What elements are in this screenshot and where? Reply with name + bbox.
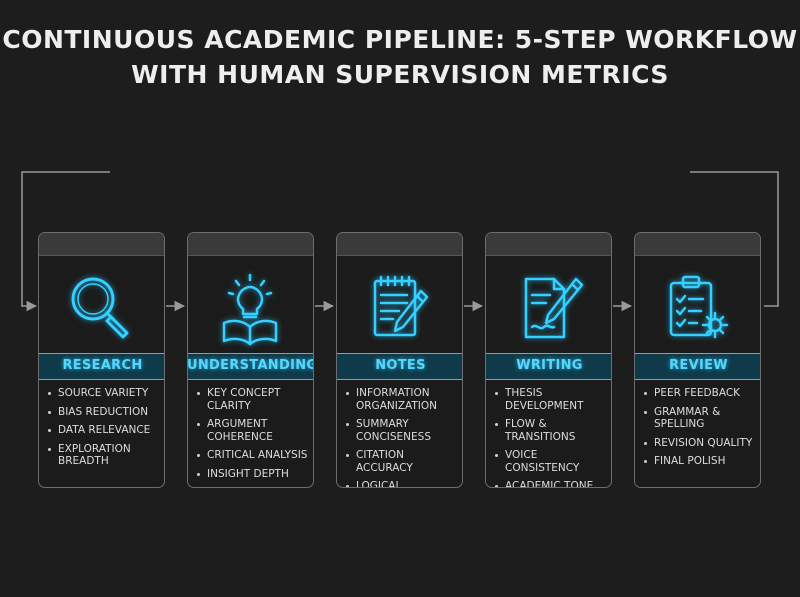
card-header-bar	[39, 233, 164, 256]
notepad-pencil-icon	[337, 269, 461, 349]
card-header-bar	[486, 233, 611, 256]
magnifying-glass-icon	[39, 269, 163, 349]
card-header-bar	[635, 233, 760, 256]
metric-item: THESIS DEVELOPMENT	[495, 387, 585, 412]
loop-back-line-left	[21, 171, 110, 312]
loop-back-line-right	[690, 171, 779, 307]
step-card-research: RESEARCH SOURCE VARIETY BIAS REDUCTION D…	[38, 232, 165, 488]
title-line-2: WITH HUMAN SUPERVISION METRICS	[131, 60, 669, 89]
metric-item: SUMMARY CONCISENESS	[346, 418, 436, 443]
title-line-1: CONTINUOUS ACADEMIC PIPELINE: 5-STEP WOR…	[2, 25, 798, 54]
metrics-list-writing: THESIS DEVELOPMENT FLOW & TRANSITIONS VO…	[486, 387, 611, 487]
step-card-understanding: UNDERSTANDING KEY CONCEPT CLARITY ARGUME…	[187, 232, 314, 488]
metric-item: GRAMMAR & SPELLING	[644, 406, 724, 431]
step-label-review: REVIEW	[635, 353, 760, 380]
step-card-writing: WRITING THESIS DEVELOPMENT FLOW & TRANSI…	[485, 232, 612, 488]
metric-item: EXPLORATION BREADTH	[48, 443, 131, 468]
metric-item: INSIGHT DEPTH	[197, 468, 313, 481]
step-card-review: REVIEW PEER FEEDBACK GRAMMAR & SPELLING …	[634, 232, 761, 488]
metric-item: LOGICAL STRUCTURE	[346, 480, 462, 487]
step-label-understanding: UNDERSTANDING	[188, 353, 313, 380]
metric-item: FLOW & TRANSITIONS	[495, 418, 611, 443]
metric-item: ARGUMENT COHERENCE	[197, 418, 282, 443]
metric-item: DATA RELEVANCE	[48, 424, 164, 437]
step-label-writing: WRITING	[486, 353, 611, 380]
metrics-list-notes: INFORMATION ORGANIZATION SUMMARY CONCISE…	[337, 387, 462, 487]
metrics-list-review: PEER FEEDBACK GRAMMAR & SPELLING REVISIO…	[635, 387, 760, 474]
metric-item: KEY CONCEPT CLARITY	[197, 387, 282, 412]
metric-item: CITATION ACCURACY	[346, 449, 462, 474]
metric-item: CRITICAL ANALYSIS	[197, 449, 313, 462]
metric-item: BIAS REDUCTION	[48, 406, 164, 419]
card-header-bar	[337, 233, 462, 256]
metric-item: FINAL POLISH	[644, 455, 760, 468]
step-label-notes: NOTES	[337, 353, 462, 380]
card-header-bar	[188, 233, 313, 256]
document-pen-icon	[486, 269, 610, 349]
step-card-notes: NOTES INFORMATION ORGANIZATION SUMMARY C…	[336, 232, 463, 488]
clipboard-checklist-gear-icon	[635, 269, 759, 349]
metric-item: PEER FEEDBACK	[644, 387, 760, 400]
step-label-research: RESEARCH	[39, 353, 164, 380]
metric-item: VOICE CONSISTENCY	[495, 449, 611, 474]
lightbulb-book-icon	[188, 269, 312, 349]
metric-item: ACADEMIC TONE	[495, 480, 611, 487]
page-title: CONTINUOUS ACADEMIC PIPELINE: 5-STEP WOR…	[0, 22, 800, 92]
metric-item: SOURCE VARIETY	[48, 387, 164, 400]
metric-item: REVISION QUALITY	[644, 437, 760, 450]
metrics-list-research: SOURCE VARIETY BIAS REDUCTION DATA RELEV…	[39, 387, 164, 474]
metrics-list-understanding: KEY CONCEPT CLARITY ARGUMENT COHERENCE C…	[188, 387, 313, 486]
metric-item: INFORMATION ORGANIZATION	[346, 387, 446, 412]
